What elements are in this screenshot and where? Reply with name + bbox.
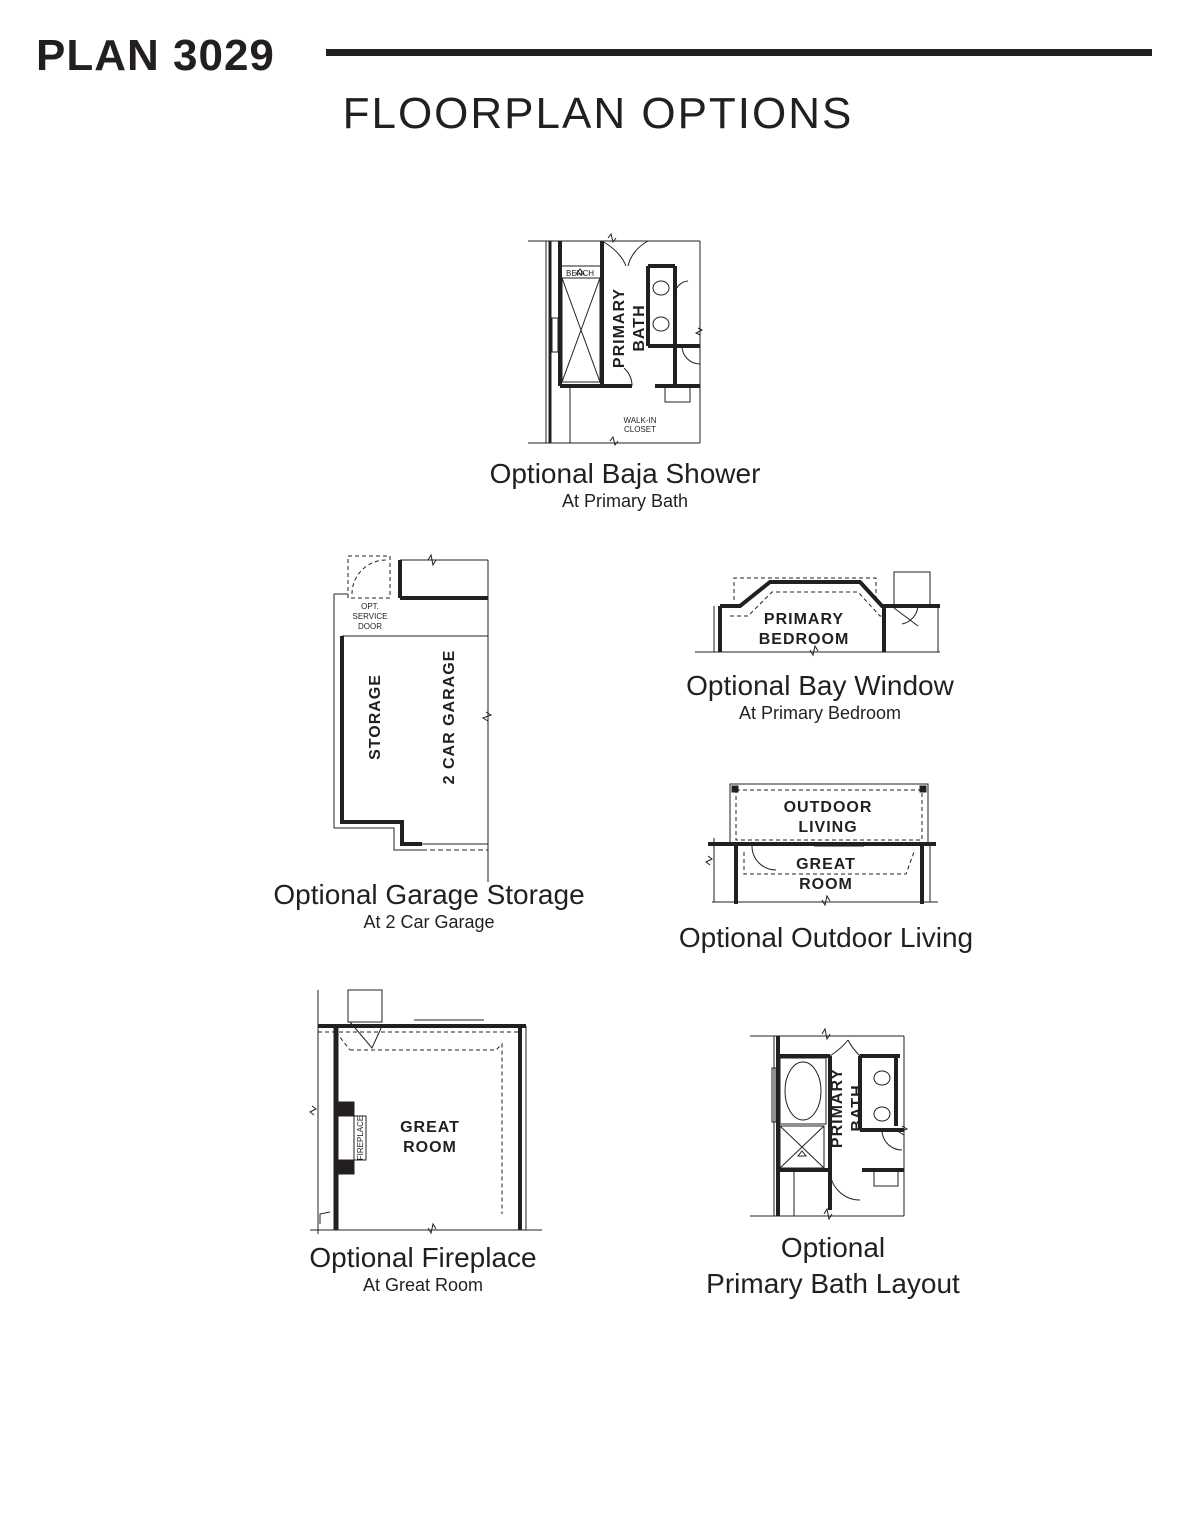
fireplace-caption: Optional Fireplace At Great Room (270, 1242, 576, 1296)
primary-bath-layout-floorplan: PRIMARY BATH (750, 1027, 909, 1221)
primary-bedroom-label-line1: PRIMARY (764, 611, 844, 628)
baja-shower-floorplan: BENCH PRIMARY BATH WALK-IN CLOSET (528, 232, 704, 447)
bench-label: BENCH (566, 269, 594, 278)
bay-window-caption: Optional Bay Window At Primary Bedroom (670, 670, 970, 724)
bay-window-subtitle: At Primary Bedroom (738, 703, 902, 723)
fireplace-floorplan: FIREPLACE GREAT ROOM (309, 989, 542, 1235)
fireplace-label: FIREPLACE (356, 1116, 365, 1160)
two-car-garage-label: 2 CAR GARAGE (441, 650, 458, 785)
outdoor-living-label-line1: OUTDOOR (784, 799, 873, 816)
fireplace-subtitle: At Great Room (362, 1275, 484, 1295)
bay-window-floorplan: PRIMARY BEDROOM (695, 571, 940, 657)
outdoor-living-title: Optional Outdoor Living (678, 922, 974, 953)
service-door-label-line2: SERVICE (353, 612, 388, 621)
storage-label: STORAGE (367, 674, 384, 760)
primary-bedroom-label-line2: BEDROOM (759, 631, 850, 648)
walk-in-closet-label-line2: CLOSET (624, 425, 656, 434)
service-door-label-line3: DOOR (358, 622, 382, 631)
primary-bath-label-line2: BATH (631, 304, 648, 351)
great-room-label-line1: GREAT (796, 856, 856, 873)
baja-shower-caption: Optional Baja Shower At Primary Bath (470, 458, 780, 512)
fireplace-great-room-label-line1: GREAT (400, 1119, 460, 1136)
plan-title: PLAN 3029 (36, 31, 275, 80)
primary-bath-layout-title-line1: Optional (780, 1232, 886, 1263)
outdoor-living-label-line2: LIVING (798, 819, 857, 836)
layout-primary-bath-label-line1: PRIMARY (829, 1068, 846, 1148)
fireplace-title: Optional Fireplace (309, 1242, 537, 1273)
primary-bath-layout-title-line2: Primary Bath Layout (706, 1268, 960, 1299)
outdoor-living-caption: Optional Outdoor Living (660, 922, 992, 954)
primary-bath-layout-caption: Optional Primary Bath Layout (690, 1230, 976, 1302)
walk-in-closet-label-line1: WALK-IN (623, 416, 656, 425)
service-door-label-line1: OPT. (361, 602, 379, 611)
outdoor-living-floorplan: OUTDOOR LIVING GREAT ROOM (705, 783, 938, 907)
title-rule (326, 49, 1152, 56)
garage-storage-caption: Optional Garage Storage At 2 Car Garage (260, 879, 598, 933)
baja-shower-subtitle: At Primary Bath (561, 491, 689, 511)
primary-bath-label-line1: PRIMARY (611, 288, 628, 368)
garage-storage-title: Optional Garage Storage (273, 879, 585, 910)
bay-window-title: Optional Bay Window (686, 670, 954, 701)
fireplace-great-room-label-line2: ROOM (403, 1139, 457, 1156)
layout-primary-bath-label-line2: BATH (849, 1084, 866, 1131)
section-title: FLOORPLAN OPTIONS (342, 89, 854, 138)
baja-shower-title: Optional Baja Shower (489, 458, 761, 489)
garage-storage-subtitle: At 2 Car Garage (363, 912, 495, 932)
great-room-label-line2: ROOM (799, 876, 853, 893)
garage-storage-floorplan: OPT. SERVICE DOOR STORAGE 2 CAR GARAGE (333, 553, 493, 882)
